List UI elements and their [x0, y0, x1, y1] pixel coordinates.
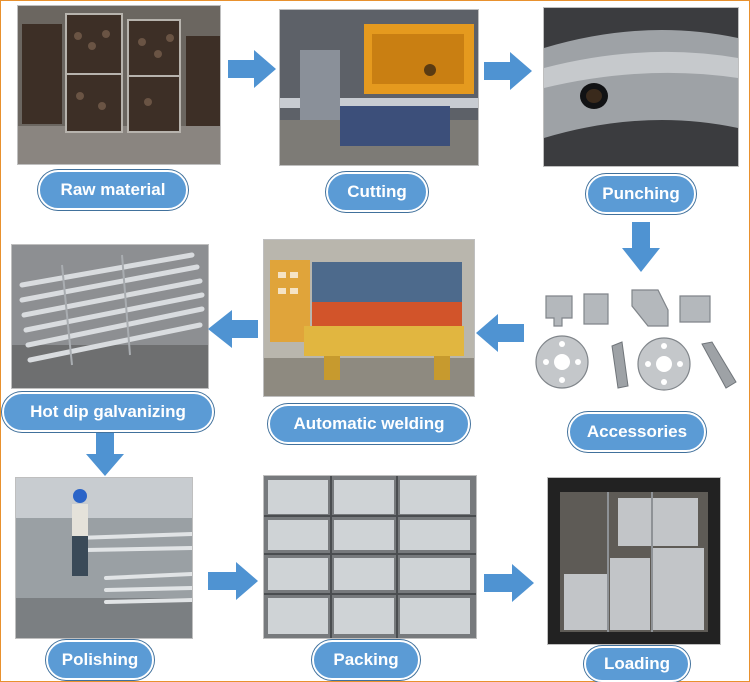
step-label-loading: Loading: [584, 646, 690, 682]
arrow-left-icon: [208, 310, 258, 348]
step-label-hot-dip-galvanizing: Hot dip galvanizing: [2, 392, 214, 432]
arrow-right-icon: [208, 562, 258, 600]
step-label-punching: Punching: [586, 174, 696, 214]
packed-scaffolding-photo: [264, 476, 476, 638]
raw-material-photo: [18, 6, 220, 164]
punched-tube-photo: [544, 8, 738, 166]
arrow-right-icon: [228, 50, 276, 88]
accessories-photo: [532, 282, 744, 392]
welding-machine-photo: [264, 240, 474, 396]
arrow-right-icon: [484, 564, 534, 602]
step-label-raw-material: Raw material: [38, 170, 188, 210]
step-label-packing: Packing: [312, 640, 420, 680]
arrow-down-icon: [86, 430, 124, 476]
arrow-left-icon: [476, 314, 524, 352]
arrow-right-icon: [484, 52, 532, 90]
container-loading-photo: [548, 478, 720, 644]
polishing-worker-photo: [16, 478, 192, 638]
step-label-accessories: Accessories: [568, 412, 706, 452]
galvanized-pipes-photo: [12, 245, 208, 388]
arrow-down-icon: [622, 222, 660, 272]
step-label-cutting: Cutting: [326, 172, 428, 212]
step-label-automatic-welding: Automatic welding: [268, 404, 470, 444]
step-label-polishing: Polishing: [46, 640, 154, 680]
cutting-machine-photo: [280, 10, 478, 165]
